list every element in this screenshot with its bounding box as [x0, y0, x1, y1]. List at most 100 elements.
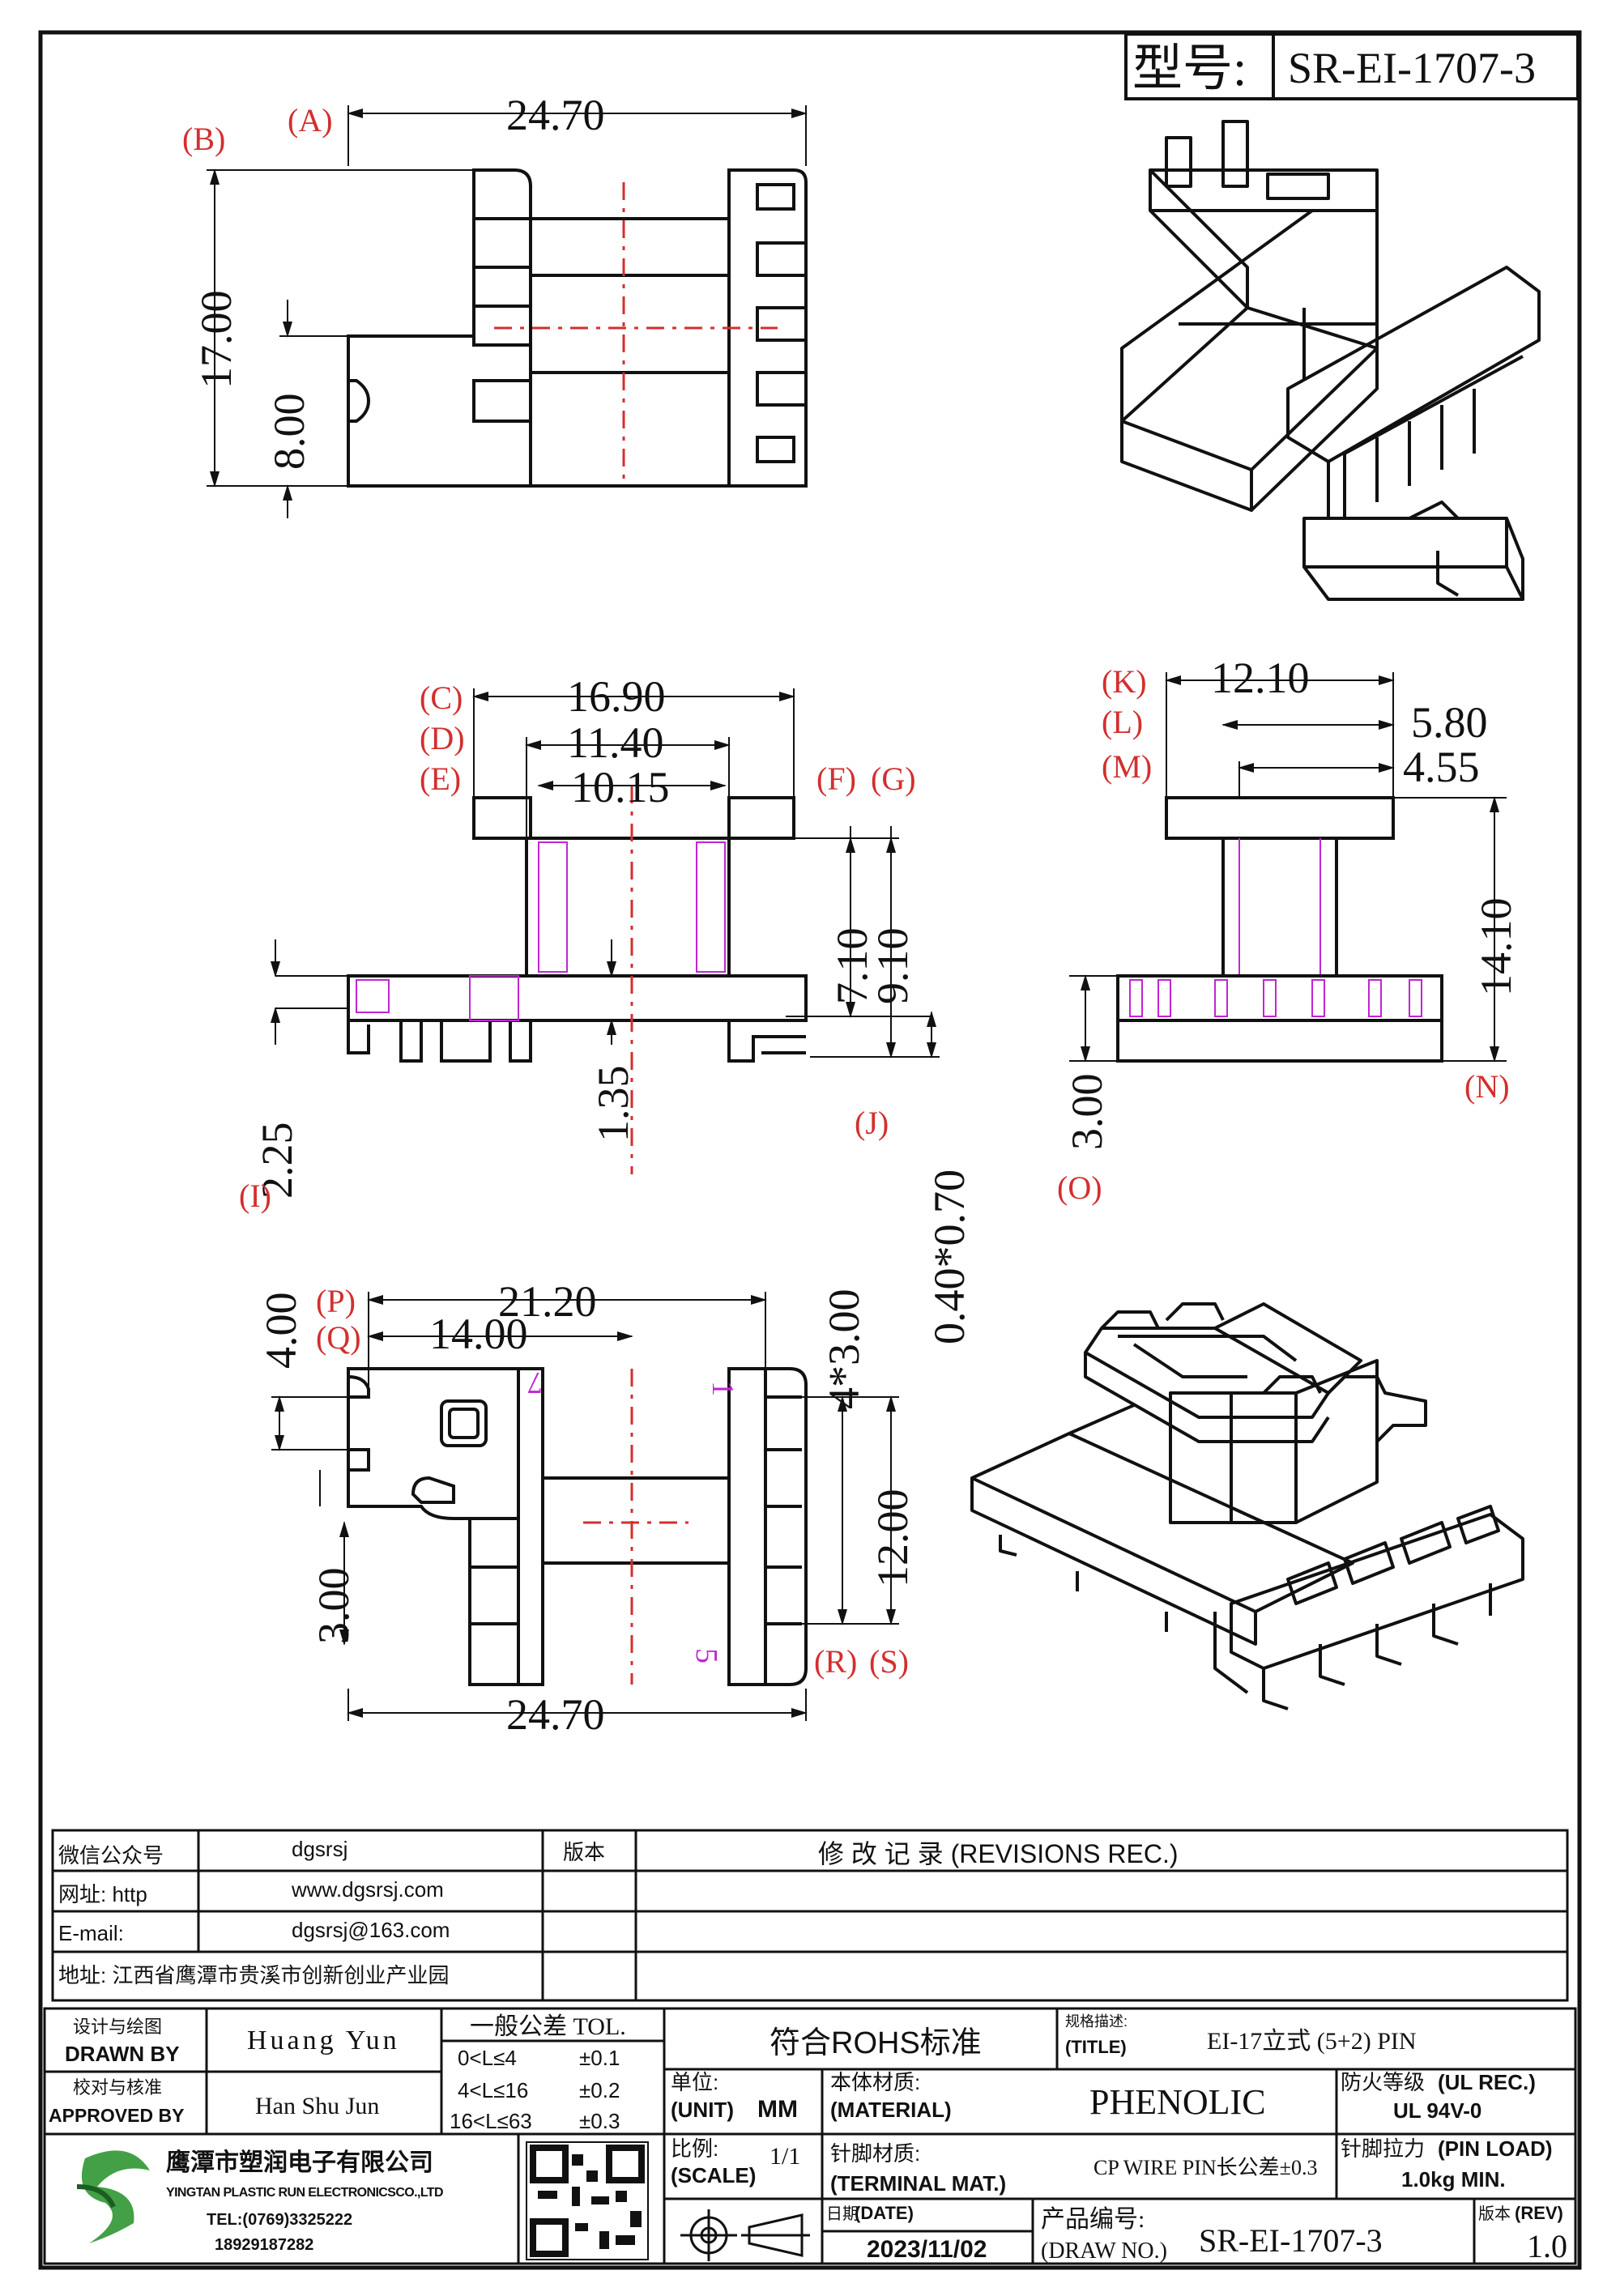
side-dim-k: 12.10 — [1211, 654, 1310, 702]
spec-en: (TITLE) — [1065, 2037, 1127, 2057]
designed-en: DRAWN BY — [65, 2042, 180, 2066]
projection-symbol-icon — [680, 2209, 810, 2261]
top-dim-width: 24.70 — [506, 91, 605, 139]
version-col-label: 版本 — [563, 1840, 605, 1864]
bottom-dim-span: 12.00 — [868, 1489, 917, 1588]
date-value: 2023/11/02 — [867, 2236, 987, 2263]
company-name-cn: 鹰潭市塑润电子有限公司 — [166, 2149, 433, 2176]
model-label: 型号: — [1132, 41, 1247, 96]
front-dim-e: 10.15 — [571, 763, 670, 811]
approver-name: Han Shu Jun — [255, 2093, 379, 2119]
front-dim-d: 11.40 — [567, 718, 664, 767]
tol-value-2: ±0.2 — [579, 2078, 620, 2102]
spec-value: EI-17立式 (5+2) PIN — [1207, 2028, 1417, 2055]
ref-l: (L) — [1102, 704, 1143, 740]
front-dim-f: 7.10 — [828, 928, 876, 1005]
company-name-en: YINGTAN PLASTIC RUN ELECTRONICSCO.,LTD — [166, 2186, 443, 2200]
unit-en: (UNIT) — [671, 2098, 734, 2122]
ref-f: (F) — [816, 760, 856, 797]
ref-b: (B) — [182, 121, 225, 157]
revision-table — [51, 1829, 1569, 2002]
top-view — [347, 168, 808, 488]
iso-view-bottom — [970, 1302, 1524, 1710]
pin-label-5: 5 — [689, 1648, 723, 1663]
side-dim-l: 5.80 — [1411, 698, 1488, 747]
scale-value: 1/1 — [770, 2143, 800, 2170]
web-label: 网址: http — [58, 1882, 147, 1906]
ref-e: (E) — [420, 760, 461, 797]
drawno-en: (DRAW NO.) — [1041, 2238, 1167, 2264]
pinload-en: (PIN LOAD) — [1438, 2136, 1553, 2161]
qr-code-icon — [526, 2141, 649, 2260]
tol-range-3: 16<L≤63 — [450, 2109, 532, 2133]
scale-cn: 比例: — [671, 2136, 718, 2161]
ref-s: (S) — [869, 1643, 909, 1680]
ref-d: (D) — [420, 720, 465, 756]
approved-cn: 校对与核准 — [73, 2077, 162, 2098]
spec-cn: 规格描述: — [1065, 2013, 1128, 2030]
email-label: E-mail: — [58, 1921, 124, 1945]
ref-q: (Q) — [316, 1319, 361, 1356]
wechat-label: 微信公众号 — [58, 1843, 164, 1868]
iso-view-top — [1120, 120, 1541, 601]
tol-title: 一般公差 TOL. — [470, 2013, 626, 2040]
front-dim-j: 0.40*0.70 — [925, 1169, 974, 1344]
front-dim-g: 9.10 — [868, 928, 917, 1005]
ref-g: (G) — [871, 760, 916, 797]
rev-en: (REV) — [1515, 2203, 1563, 2223]
front-view-dims: 16.90 11.40 10.15 (C) (D) (E) (F) (G) 7.… — [239, 672, 974, 1344]
designed-cn: 设计与绘图 — [73, 2017, 162, 2037]
front-dim-h: 1.35 — [589, 1066, 637, 1143]
rev-value: 1.0 — [1527, 2228, 1567, 2264]
flame-value: UL 94V-0 — [1393, 2098, 1481, 2123]
front-dim-i: 2.25 — [253, 1122, 301, 1199]
company-mobile: 18929187282 — [215, 2236, 313, 2254]
approved-en: APPROVED BY — [49, 2105, 184, 2126]
drawno-cn: 产品编号: — [1041, 2206, 1145, 2233]
bottom-dim-left: 3.00 — [309, 1568, 358, 1645]
material-en: (MATERIAL) — [830, 2098, 952, 2122]
unit-value: MM — [757, 2096, 798, 2123]
company-tel: TEL:(0769)3325222 — [207, 2211, 352, 2229]
side-dim-n: 14.10 — [1472, 898, 1520, 997]
bottom-dim-q: 14.00 — [429, 1310, 528, 1358]
bottom-dim-width: 24.70 — [506, 1690, 605, 1739]
ref-o: (O) — [1057, 1169, 1102, 1206]
pin-label-1: 1 — [706, 1381, 740, 1396]
designer-name: Huang Yun — [247, 2026, 400, 2055]
ref-a: (A) — [288, 102, 333, 138]
address-label: 地址: 江西省鹰潭市贵溪市创新创业产业园 — [58, 1963, 449, 1987]
sheet-border — [38, 30, 1582, 2270]
flame-cn: 防火等级 — [1341, 2070, 1425, 2094]
terminal-cn: 针脚材质: — [830, 2141, 920, 2166]
top-view-dims: 24.70 (A) (B) 17.00 8.00 — [182, 91, 808, 518]
tol-range-1: 0<L≤4 — [458, 2046, 517, 2070]
material-value: PHENOLIC — [1089, 2082, 1266, 2122]
ref-j: (J) — [855, 1105, 889, 1141]
date-cn: 日期 — [826, 2205, 859, 2223]
tol-value-3: ±0.3 — [579, 2109, 620, 2133]
side-dim-o: 3.00 — [1063, 1074, 1111, 1151]
side-dim-m: 4.55 — [1403, 743, 1480, 791]
bottom-dim-pitch: 4*3.00 — [820, 1289, 868, 1410]
flame-en: (UL REC.) — [1438, 2070, 1536, 2094]
front-view — [347, 786, 940, 1174]
rev-cn: 版本 — [1478, 2204, 1511, 2223]
top-dim-half: 8.00 — [265, 394, 313, 471]
bottom-view-dims: 21.20 14.00 (P) (Q) 4.00 3.00 4*3.00 12.… — [257, 1277, 917, 1739]
tol-value-1: ±0.1 — [579, 2046, 620, 2070]
pinload-value: 1.0kg MIN. — [1401, 2167, 1506, 2192]
drawno-value: SR-EI-1707-3 — [1199, 2222, 1383, 2259]
terminal-value: CP WIRE PIN长公差±0.3 — [1094, 2156, 1317, 2179]
side-view — [1116, 796, 1443, 1063]
revision-title: 修 改 记 录 (REVISIONS REC.) — [818, 1839, 1179, 1868]
ref-r: (R) — [814, 1643, 857, 1680]
pinload-cn: 针脚拉力 — [1341, 2136, 1425, 2161]
top-dim-height: 17.00 — [192, 291, 241, 390]
scale-en: (SCALE) — [671, 2163, 756, 2187]
side-view-dims: 12.10 5.80 4.55 (K) (L) (M) 14.10 (N) 3.… — [1057, 654, 1520, 1206]
ref-k: (K) — [1102, 663, 1147, 700]
wechat-value: dgsrsj — [292, 1837, 347, 1861]
